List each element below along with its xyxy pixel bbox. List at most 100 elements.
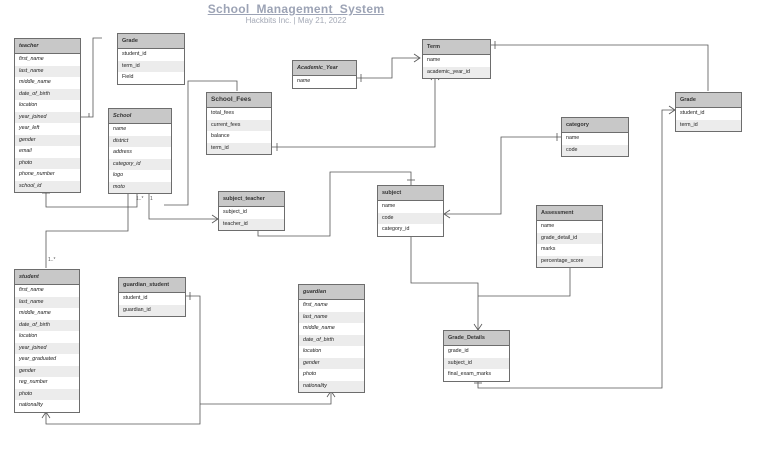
entity-header: guardian_student (119, 278, 185, 293)
field: grade_detail_id (537, 232, 602, 244)
field: district (109, 135, 171, 147)
field: photo (15, 388, 79, 400)
field: code (378, 212, 443, 224)
entity-header: Grade_Details (444, 331, 509, 346)
field: photo (303, 371, 317, 377)
field: student_id (123, 295, 148, 301)
entity-header: teacher (15, 39, 80, 54)
entity-header: School (109, 109, 171, 124)
multiplicity-label: 1..* (136, 196, 144, 202)
entity-subject[interactable]: subject name code category_id (377, 185, 444, 237)
field: gender (15, 365, 79, 377)
field: term_id (207, 142, 271, 154)
field: reg_number (19, 379, 48, 385)
field: year_joined (15, 342, 79, 354)
field: year_graduated (19, 356, 57, 362)
field: term_id (118, 60, 184, 72)
multiplicity-label: 1..* (48, 257, 56, 263)
field: name (382, 203, 396, 209)
entity-header: category (562, 118, 628, 133)
entity-header: Term (423, 40, 490, 55)
field: Field (122, 74, 134, 80)
entity-academic-year[interactable]: Academic_Year name (292, 60, 357, 89)
entity-header: Assessment (537, 206, 602, 221)
entity-school[interactable]: School name district address category_id… (108, 108, 172, 194)
diagram-title: School_Management_System (207, 2, 385, 16)
field: category_id (109, 158, 171, 170)
entity-student[interactable]: student first_name last_name middle_name… (14, 269, 80, 413)
field: teacher_id (219, 218, 284, 230)
entity-header: Academic_Year (293, 61, 356, 76)
field: percentage_score (537, 255, 602, 267)
field: name (427, 57, 441, 63)
field: gender (15, 134, 80, 146)
diagram-subtitle: Hackbits Inc. | May 21, 2022 (245, 16, 347, 25)
field: name (566, 135, 580, 141)
field: photo (15, 157, 80, 169)
field: year_joined (15, 111, 80, 123)
entity-term[interactable]: Term name academic_year_id (422, 39, 491, 79)
field: student_id (680, 110, 705, 116)
field: code (562, 144, 628, 156)
field: location (19, 102, 38, 108)
field: total_fees (211, 110, 234, 116)
field: name (297, 78, 311, 84)
field: phone_number (19, 171, 55, 177)
entity-grade-details[interactable]: Grade_Details grade_id subject_id final_… (443, 330, 510, 382)
field: marks (541, 246, 556, 252)
field: subject_id (444, 357, 509, 369)
field: last_name (15, 65, 80, 77)
field: school_id (15, 180, 80, 192)
field: logo (113, 172, 124, 178)
field: date_of_birth (15, 319, 79, 331)
entity-header: subject_teacher (219, 192, 284, 207)
entity-guardian-student[interactable]: guardian_student student_id guardian_id (118, 277, 186, 317)
field: name (541, 223, 555, 229)
field: last_name (299, 311, 364, 323)
field: first_name (303, 302, 328, 308)
entity-guardian[interactable]: guardian first_name last_name middle_nam… (298, 284, 365, 393)
field: date_of_birth (299, 334, 364, 346)
entity-school-fees[interactable]: School_Fees total_fees current_fees bala… (206, 92, 272, 155)
field: last_name (15, 296, 79, 308)
field: category_id (382, 226, 410, 232)
entity-header: guardian (299, 285, 364, 300)
entity-category[interactable]: category name code (561, 117, 629, 157)
field: email (19, 148, 32, 154)
field: nationality (299, 380, 364, 392)
field: middle_name (19, 79, 51, 85)
entity-grade-right[interactable]: Grade student_id term_id (675, 92, 742, 132)
field: first_name (19, 56, 44, 62)
field: moto (109, 181, 171, 193)
field: nationality (19, 402, 43, 408)
entity-header: Grade (676, 93, 741, 108)
field: location (303, 348, 322, 354)
field: date_of_birth (15, 88, 80, 100)
field: final_exam_marks (448, 371, 491, 377)
entity-teacher[interactable]: teacher first_name last_name middle_name… (14, 38, 81, 193)
field: first_name (19, 287, 44, 293)
field: address (113, 149, 132, 155)
entity-assessment[interactable]: Assessment name grade_detail_id marks pe… (536, 205, 603, 268)
entity-header: subject (378, 186, 443, 201)
field: academic_year_id (423, 66, 490, 78)
field: current_fees (207, 119, 271, 131)
multiplicity-label: 1 (150, 196, 153, 202)
entity-header: Grade (118, 34, 184, 49)
entity-grade-top[interactable]: Grade student_id term_id Field (117, 33, 185, 85)
entity-header: School_Fees (207, 93, 271, 108)
field: guardian_id (119, 304, 185, 316)
entity-header: student (15, 270, 79, 285)
field: student_id (122, 51, 147, 57)
field: year_left (19, 125, 40, 131)
field: gender (299, 357, 364, 369)
field: subject_id (223, 209, 247, 215)
field: middle_name (303, 325, 335, 331)
field: grade_id (448, 348, 469, 354)
field: name (113, 126, 127, 132)
entity-subject-teacher[interactable]: subject_teacher subject_id teacher_id (218, 191, 285, 231)
field: middle_name (19, 310, 51, 316)
field: balance (211, 133, 230, 139)
field: term_id (676, 119, 741, 131)
